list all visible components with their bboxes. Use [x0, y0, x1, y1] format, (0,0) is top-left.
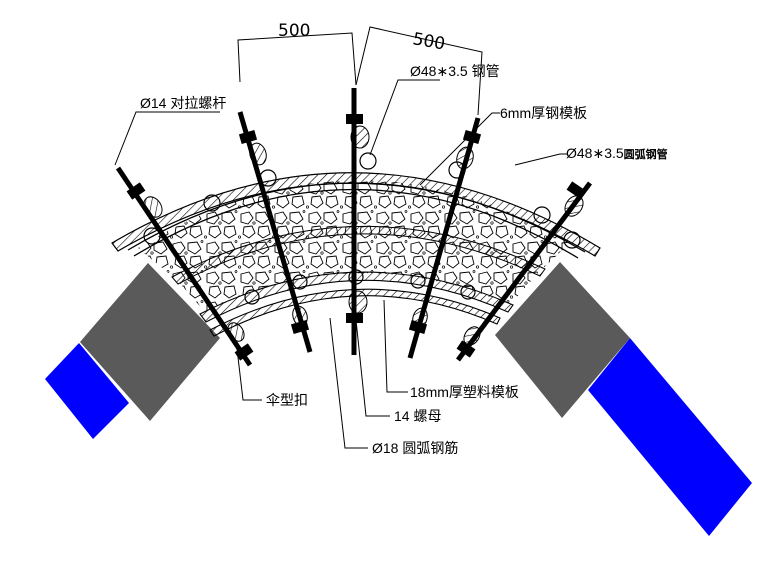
clip — [227, 322, 245, 342]
dimension-lines — [237, 26, 483, 116]
label-arc-pipe: Ø48∗3.5圆弧钢管 — [566, 145, 668, 161]
nut — [462, 129, 482, 145]
nut — [126, 182, 146, 200]
left-support — [45, 263, 220, 439]
arc-pipe-prefix: Ø48 — [566, 145, 593, 161]
dimension-right — [355, 26, 483, 116]
pipe-circle — [244, 289, 260, 305]
nut — [346, 114, 363, 124]
leader-steel-formwork — [419, 112, 500, 186]
right-blue-member — [588, 338, 752, 536]
outer-arc-steel-pipe — [111, 172, 601, 257]
leader-arc-pipe — [514, 153, 568, 166]
clip — [143, 196, 163, 218]
label-steel-formwork: 6mm厚钢模板 — [500, 105, 587, 121]
nut — [566, 181, 586, 199]
pipe-circle — [143, 227, 161, 245]
label-nut: 14 螺母 — [394, 408, 441, 424]
pipe-circle — [563, 231, 581, 249]
leader-steel-pipe — [369, 79, 440, 156]
nut — [456, 340, 476, 358]
left-blue-member — [45, 343, 129, 439]
nut — [408, 319, 428, 335]
arc-pipe-suffix: 圆弧钢管 — [624, 147, 668, 161]
outer-pipe-circles — [143, 152, 581, 249]
left-gray-block — [80, 263, 220, 421]
leader-arc-rebar — [329, 317, 368, 449]
dimension-right-label: 500 — [411, 29, 446, 54]
pipe-circle — [410, 273, 426, 289]
clip — [348, 290, 368, 314]
dimension-left — [237, 32, 357, 86]
steel-pipe-star: ∗ — [436, 63, 448, 79]
label-tie-rod: Ø14 对拉螺杆 — [140, 95, 226, 111]
label-umbrella-clip: 伞型扣 — [266, 392, 308, 408]
middle-formwork-band — [171, 225, 546, 285]
pipe-circle — [533, 206, 551, 224]
right-support — [495, 262, 752, 536]
arc-pipe-size: 3.5 — [604, 145, 624, 161]
label-arc-rebar: Ø18 圆弧钢筋 — [372, 440, 458, 456]
pipe-circle — [292, 274, 308, 290]
pipe-circle — [359, 152, 377, 170]
clip — [456, 146, 474, 170]
dimension-left-label: 500 — [278, 21, 310, 41]
nut — [238, 129, 258, 145]
clip — [350, 125, 370, 149]
nuts — [126, 114, 586, 361]
pipe-circle — [460, 284, 476, 300]
leader-nut — [355, 319, 390, 417]
nut — [234, 343, 254, 361]
leader-lines — [114, 79, 568, 449]
leader-tie-rod — [114, 111, 220, 166]
leader-umbrella-clip — [235, 339, 262, 401]
clip — [249, 142, 267, 166]
steel-pipe-prefix: Ø48 — [410, 63, 437, 79]
umbrella-clips — [143, 125, 584, 346]
nut — [346, 313, 363, 323]
leader-plastic-formwork — [383, 299, 408, 393]
pipe-circle — [203, 194, 221, 212]
arc-pipe-star: ∗ — [592, 145, 604, 161]
steel-pipe-suffix: 钢管 — [472, 63, 500, 79]
nut — [290, 319, 310, 335]
label-plastic-formwork: 18mm厚塑料模板 — [410, 384, 519, 400]
steel-pipe-size: 3.5 — [448, 63, 468, 79]
right-gray-block — [495, 262, 630, 418]
